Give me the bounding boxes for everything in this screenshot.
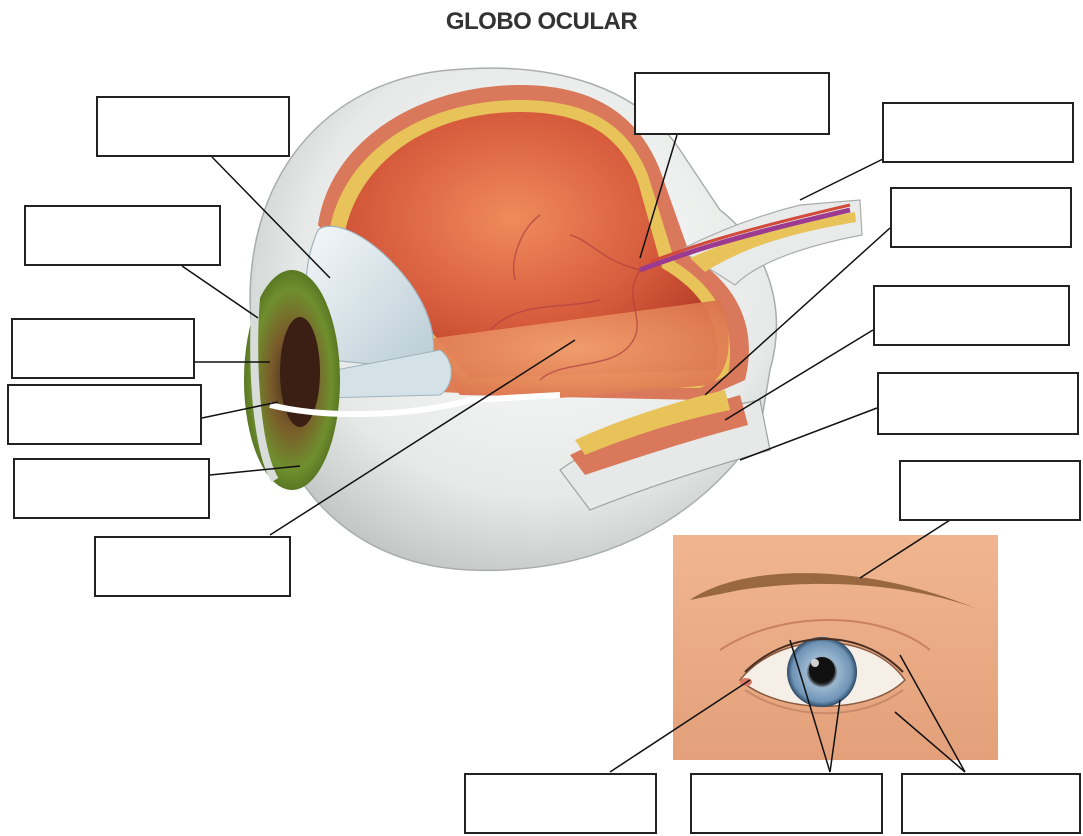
label-box-top-center[interactable]: [634, 72, 830, 135]
label-box-left-4[interactable]: [7, 384, 202, 445]
label-box-bottom-3[interactable]: [901, 773, 1081, 834]
label-box-bottom-left[interactable]: [94, 536, 291, 597]
label-box-left-2[interactable]: [24, 205, 221, 266]
label-box-left-3[interactable]: [11, 318, 195, 379]
label-box-top-left[interactable]: [96, 96, 290, 157]
external-eye-illustration: [673, 535, 998, 760]
label-box-bottom-2[interactable]: [690, 773, 883, 834]
label-box-right-2[interactable]: [890, 187, 1072, 248]
leader-line-8: [800, 158, 885, 200]
leader-line-2: [182, 266, 258, 318]
label-box-right-5[interactable]: [899, 460, 1081, 521]
label-box-right-4[interactable]: [877, 372, 1079, 435]
label-box-right-3[interactable]: [873, 285, 1070, 346]
label-box-left-5[interactable]: [13, 458, 210, 519]
eyeball-cross-section: [244, 68, 862, 570]
label-box-right-1[interactable]: [882, 102, 1074, 163]
label-box-bottom-1[interactable]: [464, 773, 657, 834]
eye-highlight: [811, 659, 819, 667]
